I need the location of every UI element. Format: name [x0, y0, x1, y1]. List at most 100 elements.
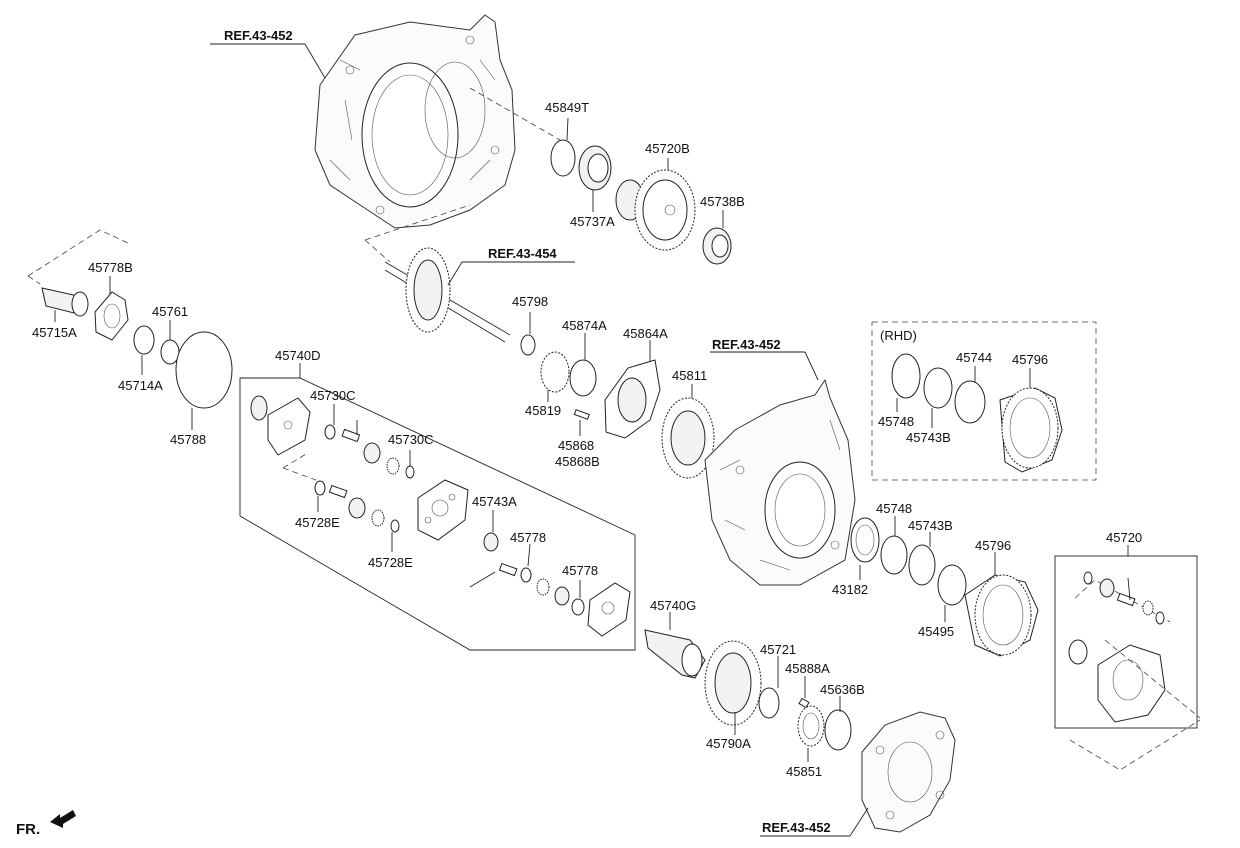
retainer-43182 — [850, 517, 880, 563]
bushing-45743A — [483, 532, 499, 552]
part-label-45888A: 45888A — [785, 661, 830, 676]
snap-ring-45721 — [758, 687, 780, 719]
ref-label-3: REF.43-452 — [712, 337, 781, 352]
washer-45778-right — [571, 598, 585, 616]
snap-ring-45788 — [175, 331, 233, 409]
shaft-45740G — [644, 629, 706, 679]
gear-45819 — [540, 351, 570, 393]
washer-45730C-right — [405, 465, 415, 479]
carrier-plate-rear — [587, 582, 631, 637]
part-label-45728E-left: 45728E — [295, 515, 340, 530]
washer-45714A — [133, 325, 155, 355]
part-label-45714A: 45714A — [118, 378, 163, 393]
needle-bearing-lower — [348, 497, 385, 527]
ring-45636B — [824, 709, 852, 751]
part-label-45874A: 45874A — [562, 318, 607, 333]
part-label-45720: 45720 — [1106, 530, 1142, 545]
ring-45744 — [954, 380, 986, 424]
part-label-45868: 45868 — [558, 438, 594, 453]
bearing-45738B — [702, 227, 732, 265]
front-arrow-icon — [50, 810, 76, 828]
part-label-45868B: 45868B — [555, 454, 600, 469]
part-label-45495: 45495 — [918, 624, 954, 639]
part-label-45730C-right: 45730C — [388, 432, 434, 447]
ring-45874A — [569, 359, 597, 397]
rhd-label: (RHD) — [880, 328, 917, 343]
washer-45761 — [160, 339, 180, 365]
washer-45730C-left — [324, 424, 336, 440]
part-label-45748-rhd: 45748 — [878, 414, 914, 429]
part-label-45744: 45744 — [956, 350, 992, 365]
ring-45743B — [908, 544, 936, 586]
part-label-45748: 45748 — [876, 501, 912, 516]
part-label-45728E-right: 45728E — [368, 555, 413, 570]
seal-45748-rhd — [891, 353, 921, 399]
washer-45728E-left — [314, 480, 326, 496]
part-label-43182: 43182 — [832, 582, 868, 597]
part-label-45788: 45788 — [170, 432, 206, 447]
bolt-45868 — [573, 409, 590, 420]
shaft-45715A — [41, 287, 89, 317]
transmission-housing-top — [314, 14, 516, 229]
ref-label-4: REF.43-452 — [762, 820, 831, 835]
part-label-45730C-left: 45730C — [310, 388, 356, 403]
seal-45748 — [880, 535, 908, 575]
ring-gear-45796 — [964, 574, 1039, 657]
needle-bearing-45778 — [536, 578, 570, 606]
part-label-45743B: 45743B — [908, 518, 953, 533]
part-label-45720B: 45720B — [645, 141, 690, 156]
rhd-group-frame — [871, 321, 1097, 481]
part-label-45715A: 45715A — [32, 325, 77, 340]
ref-label-2: REF.43-454 — [488, 246, 557, 261]
retainer-plate-45778B — [94, 291, 129, 341]
part-label-45636B: 45636B — [820, 682, 865, 697]
part-label-45796-rhd: 45796 — [1012, 352, 1048, 367]
cover-45864A — [604, 359, 661, 439]
thrust-bearing-45851 — [797, 705, 825, 747]
pin-45778 — [498, 562, 518, 577]
ref-label-1: REF.43-452 — [224, 28, 293, 43]
front-label: FR. — [16, 821, 40, 838]
pin-lower — [328, 484, 348, 499]
part-label-45798: 45798 — [512, 294, 548, 309]
ring-gear-45790A — [704, 640, 762, 726]
transmission-housing-middle — [704, 378, 856, 586]
part-label-45761: 45761 — [152, 304, 188, 319]
ring-45495 — [937, 564, 967, 606]
part-label-45851: 45851 — [786, 764, 822, 779]
part-label-45743A: 45743A — [472, 494, 517, 509]
part-label-45778-left: 45778 — [510, 530, 546, 545]
pin-left — [341, 428, 361, 443]
carrier-plate-front — [250, 395, 311, 456]
part-label-45790A: 45790A — [706, 736, 751, 751]
needle-bearing-upper — [363, 442, 400, 475]
gear-45720B — [615, 169, 696, 251]
part-label-45849T: 45849T — [545, 100, 589, 115]
clip-45888A — [798, 697, 810, 709]
planetary-gear-set-45720 — [1068, 571, 1201, 723]
rear-cover — [861, 711, 956, 833]
washer-45798 — [520, 334, 536, 356]
group-45720-frame — [1054, 555, 1198, 729]
ring-45743B-rhd — [923, 367, 953, 409]
snap-ring-45849T — [550, 139, 576, 177]
part-label-45737A: 45737A — [570, 214, 615, 229]
part-label-45819: 45819 — [525, 403, 561, 418]
part-label-45864A: 45864A — [623, 326, 668, 341]
planet-carrier — [417, 479, 469, 541]
part-label-45721: 45721 — [760, 642, 796, 657]
washer-45728E-right — [390, 519, 400, 533]
part-label-45778B: 45778B — [88, 260, 133, 275]
part-label-45811: 45811 — [672, 368, 707, 383]
bearing-45737A — [578, 145, 612, 191]
part-label-45740G: 45740G — [650, 598, 696, 613]
part-label-45740D: 45740D — [275, 348, 321, 363]
part-label-45738B: 45738B — [700, 194, 745, 209]
part-label-45743B-rhd: 45743B — [906, 430, 951, 445]
ring-gear-45796-rhd — [999, 387, 1063, 473]
shaft-assembly-ref-43-454 — [384, 247, 511, 343]
gear-45811 — [661, 397, 715, 479]
part-label-45796: 45796 — [975, 538, 1011, 553]
washer-45778-left — [520, 567, 532, 583]
